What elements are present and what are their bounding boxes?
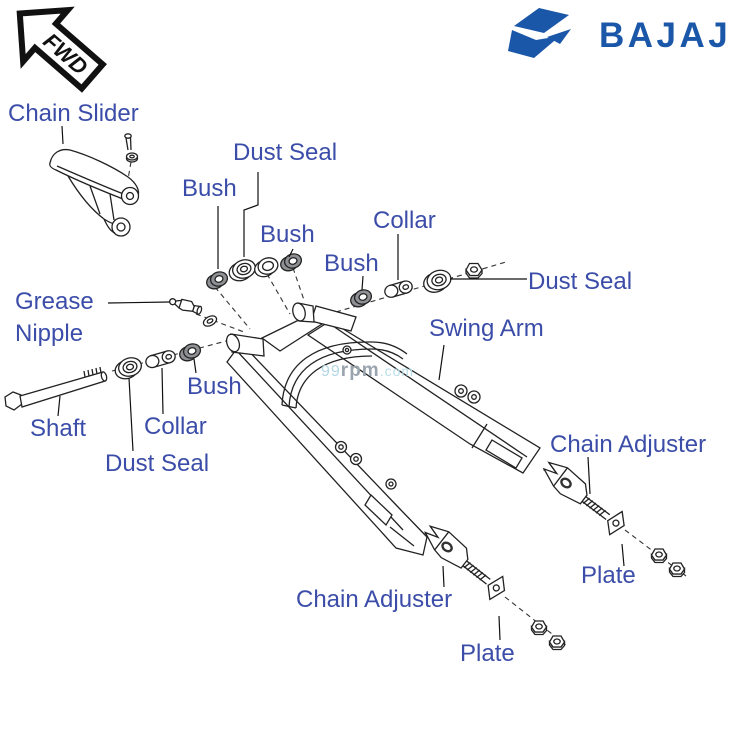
nut-part-bottom-1 (530, 620, 548, 636)
fwd-arrow-icon: FWD (16, 6, 107, 93)
label-chain-slider: Chain Slider (8, 100, 139, 127)
shaft-part (4, 366, 108, 411)
label-dust-seal-top: Dust Seal (233, 139, 338, 166)
nut-part-right-1 (650, 548, 668, 564)
label-bush-left: Bush (187, 373, 242, 400)
bush-part-top-mid (280, 253, 303, 272)
label-collar-top: Collar (373, 207, 436, 234)
collar-part-left (145, 350, 176, 369)
label-plate-bottom: Plate (460, 640, 515, 667)
chain-adjuster-part-right (542, 461, 625, 536)
watermark: 99rpm.com (321, 360, 414, 381)
swing-arm-part (225, 302, 541, 556)
label-bush-top-mid: Bush (260, 221, 315, 248)
grease-nipple-part (169, 298, 203, 316)
chain-slider-screw (124, 133, 139, 163)
bajaj-wordmark: BAJAJ (599, 16, 731, 55)
label-bush-top-right: Bush (324, 250, 379, 277)
nut-part-right-2 (668, 562, 686, 578)
label-bush-top-left: Bush (182, 175, 237, 202)
label-shaft: Shaft (30, 415, 87, 442)
bush-part-top-left (206, 271, 229, 290)
grease-nipple-washer (202, 315, 218, 327)
label-plate-right: Plate (581, 562, 636, 589)
bush-part-top-mid-ring (254, 257, 279, 278)
bush-part-left (179, 343, 202, 362)
label-dust-seal-right: Dust Seal (528, 268, 633, 295)
nut-part-bottom-2 (548, 635, 566, 651)
dust-seal-part-top (228, 259, 256, 282)
bajaj-flying-b-icon (508, 8, 571, 58)
label-swing-arm: Swing Arm (429, 315, 544, 342)
chain-slider-part (49, 148, 140, 237)
label-collar-left: Collar (144, 413, 207, 440)
collar-part-right (384, 280, 413, 298)
label-chain-adjuster-right: Chain Adjuster (550, 431, 707, 458)
label-grease-nipple: Grease Nipple (15, 288, 94, 347)
label-dust-seal-left: Dust Seal (105, 450, 210, 477)
chain-adjuster-part-bottom (423, 525, 506, 601)
dust-seal-part-left (114, 357, 142, 380)
label-chain-adjuster-bottom: Chain Adjuster (296, 586, 453, 613)
bajaj-logo: BAJAJ (508, 8, 731, 58)
dust-seal-part-right (423, 269, 452, 293)
bush-part-right (350, 289, 373, 308)
leader-lines (57, 125, 625, 641)
nut-part-right-axis (465, 262, 483, 279)
